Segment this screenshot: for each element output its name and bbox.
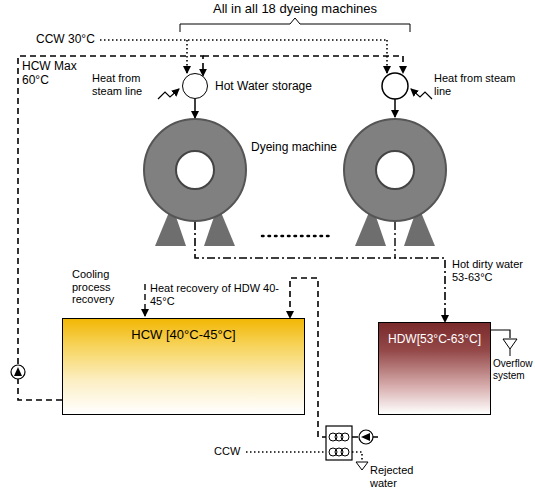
machines-bracket [180, 18, 410, 32]
line-label: CCW [214, 445, 244, 458]
drain-symbol [356, 462, 368, 470]
hdw-line [394, 222, 395, 258]
heat-source-label: Heat from steam line [92, 72, 158, 97]
flow-label: Cooling process recovery [72, 268, 138, 306]
pump-symbol [11, 365, 25, 379]
storage-circle [382, 73, 408, 99]
hcw-tank: HCW [40°C-45°C] [62, 318, 305, 415]
flow-label: Heat recovery of HDW 40-45°C [150, 282, 282, 307]
ccw-drop [186, 40, 188, 73]
ccw-hx-line [246, 451, 327, 453]
hdw-drain-line [195, 222, 445, 322]
overflow-funnel [503, 339, 517, 349]
dyeing-machine [344, 119, 446, 221]
exchanger-coils [329, 433, 349, 456]
line-label: CCW 30°C [36, 33, 98, 47]
pump-symbol [361, 433, 370, 441]
supply-arrow [194, 99, 196, 118]
line-label: HCW Max 60°C [22, 60, 82, 88]
more-machines-dots [262, 235, 332, 238]
node-text: Hot Water storage [215, 79, 312, 93]
rejected-line [352, 452, 362, 462]
heat-exchanger [326, 426, 352, 460]
storage-circle: Hot Water storage [182, 73, 208, 99]
hcw-line [203, 56, 403, 73]
group-label: All in all 18 dyeing machines [160, 2, 430, 17]
overflow-line [491, 330, 510, 338]
dyeing-machine: Dyeing machine [143, 118, 247, 222]
pump-symbol [359, 430, 373, 444]
ccw-line [100, 39, 387, 41]
hdw-tank: HDW[53°C-63°C] [378, 322, 491, 415]
cooling-arrow [144, 284, 145, 316]
node-text: HDW[53°C-63°C] [388, 332, 481, 346]
flow-label: Hot dirty water 53-63°C [452, 258, 532, 283]
machine-door [175, 150, 215, 190]
machine-door [376, 151, 414, 189]
heat-source-label: Heat from steam line [434, 72, 518, 97]
overflow-drip [510, 349, 511, 356]
pump-symbol [14, 367, 22, 376]
steam-arrow [411, 89, 432, 99]
outlet-label: Overflow system [493, 358, 533, 381]
node-text: Dyeing machine [251, 140, 337, 154]
node-text: HCW [40°C-45°C] [131, 327, 235, 342]
steam-arrow [158, 89, 179, 99]
outlet-label: Rejected water [370, 464, 430, 489]
supply-arrow [394, 99, 396, 117]
